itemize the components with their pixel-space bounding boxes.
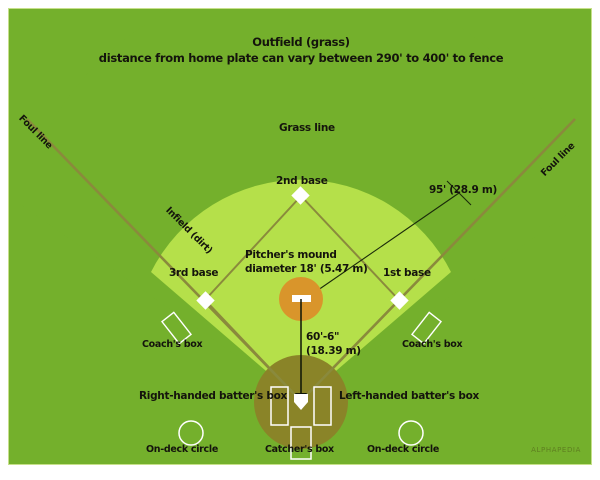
label-second-base: 2nd base xyxy=(276,175,328,187)
watermark: ALPHAPEDIA xyxy=(531,446,581,454)
label-pitchers-mound-line2: diameter 18' (5.47 m) xyxy=(245,263,368,275)
label-pitchers-mound-line1: Pitcher's mound xyxy=(245,249,337,261)
diagram-title-line2: distance from home plate can vary betwee… xyxy=(98,51,504,65)
coachs-box-right-shape xyxy=(410,311,443,345)
label-third-base: 3rd base xyxy=(169,267,219,279)
label-left-handed-batters-box: Left-handed batter's box xyxy=(339,390,479,402)
second-base xyxy=(291,186,310,205)
home-plate xyxy=(294,394,308,410)
baseline-second-to-first xyxy=(300,195,400,301)
label-coachs-box-right: Coach's box xyxy=(402,339,463,350)
right-handed-batters-box-shape xyxy=(270,386,289,426)
label-catchers-box: Catcher's box xyxy=(265,444,334,455)
first-base xyxy=(390,291,409,310)
infield-arc-radius-tick xyxy=(446,180,472,206)
label-grass-line: Grass line xyxy=(279,122,335,134)
diagram-title-line1: Outfield (grass) xyxy=(252,35,350,49)
label-pitch-distance-line2: (18.39 m) xyxy=(306,345,361,357)
field-graphics xyxy=(20,9,582,460)
left-handed-batters-box-shape xyxy=(313,386,332,426)
baseline-first-to-home xyxy=(300,299,400,402)
third-base xyxy=(196,291,215,310)
label-infield-arc-radius: 95' (28.9 m) xyxy=(429,184,497,196)
baseline-home-to-third xyxy=(204,299,302,402)
label-right-handed-batters-box: Right-handed batter's box xyxy=(139,390,287,402)
infield-arc-radius-leader xyxy=(304,192,460,300)
label-pitch-distance-line1: 60'-6" xyxy=(306,331,340,343)
baseline-third-to-second xyxy=(204,195,302,301)
label-coachs-box-left: Coach's box xyxy=(142,339,203,350)
on-deck-circle-left-shape xyxy=(178,420,204,446)
coachs-box-left-shape xyxy=(160,311,193,345)
label-first-base: 1st base xyxy=(383,267,431,279)
baseball-field-diagram: Outfield (grass) distance from home plat… xyxy=(8,8,592,465)
pitching-rubber xyxy=(292,295,311,302)
on-deck-circle-right-shape xyxy=(398,420,424,446)
label-on-deck-circle-right: On-deck circle xyxy=(367,444,439,455)
catchers-box-shape xyxy=(290,426,312,460)
label-on-deck-circle-left: On-deck circle xyxy=(146,444,218,455)
